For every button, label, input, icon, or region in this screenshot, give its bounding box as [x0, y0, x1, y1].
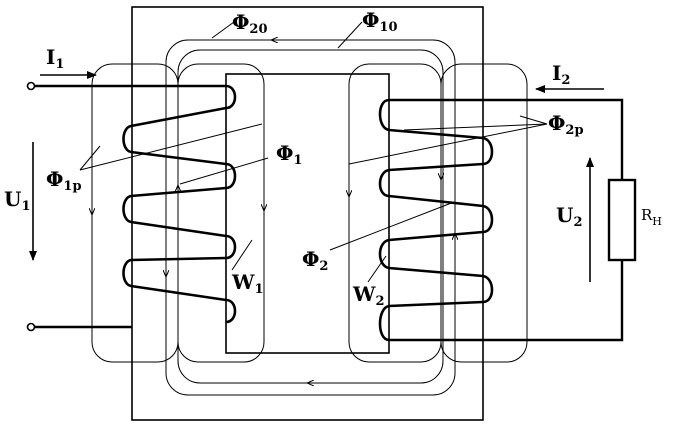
- label-w2: W2: [352, 282, 385, 309]
- flux-phi1p-loop: [91, 63, 179, 363]
- terminal-bottom: [26, 322, 36, 332]
- leader-phi2: [329, 201, 455, 251]
- flux-phi2p-loop: [440, 63, 528, 363]
- flux-phi1-loop: [177, 63, 265, 363]
- core-window: [225, 73, 390, 354]
- load-wire: [483, 98, 624, 342]
- winding-w2: [378, 98, 494, 342]
- leader-w2: [367, 255, 387, 283]
- label-u2: U2: [556, 203, 583, 230]
- label-phi1: Φ1: [276, 141, 302, 168]
- label-i1: I1: [46, 45, 64, 72]
- label-phi2: Φ2: [302, 247, 328, 274]
- load-resistor: [607, 178, 637, 262]
- leader-w1: [231, 239, 253, 271]
- leader-phi1p-a: [79, 123, 263, 171]
- label-rh: RH: [641, 206, 662, 228]
- leader-phi10: [337, 21, 363, 49]
- label-w1: W1: [231, 270, 264, 297]
- flux-phi20-loop: [165, 39, 456, 396]
- leader-phi20: [211, 21, 235, 39]
- leader-phi2p-a: [403, 123, 548, 131]
- label-phi10: Φ10: [362, 8, 398, 35]
- core-outer: [131, 6, 484, 421]
- terminal-top: [26, 81, 36, 91]
- leader-phi2p-b: [519, 115, 548, 125]
- leader-phi1p-b: [79, 145, 101, 171]
- label-phi2p: Φ2p: [548, 111, 584, 138]
- leader-phi1: [179, 157, 269, 185]
- leader-phi2p-c: [348, 123, 548, 165]
- flux-phi2-loop: [348, 63, 442, 363]
- label-phi20: Φ20: [232, 10, 268, 37]
- label-u1: U1: [4, 187, 31, 214]
- winding-w1: [122, 84, 237, 324]
- label-phi1p: Φ1p: [46, 167, 82, 194]
- label-i2: I2: [552, 61, 570, 88]
